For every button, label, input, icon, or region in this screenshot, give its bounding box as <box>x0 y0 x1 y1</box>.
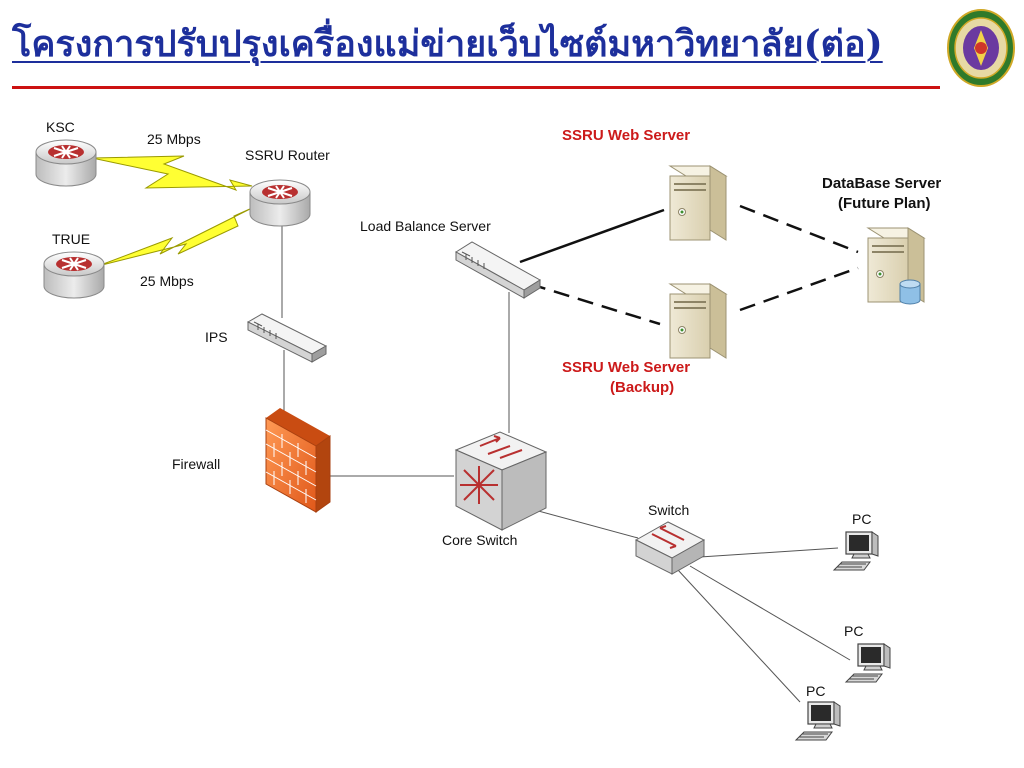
load-balancer-appliance-icon <box>455 241 541 299</box>
label-true: TRUE <box>52 231 90 247</box>
label-ksc: KSC <box>46 119 75 135</box>
pc-icon-1 <box>833 531 879 571</box>
ips-appliance-icon <box>246 313 328 363</box>
link-backup-db <box>739 266 859 312</box>
lightning-link-true <box>97 207 253 267</box>
label-backup-server-line1: SSRU Web Server <box>562 359 690 376</box>
link-switch-pc1 <box>699 547 839 558</box>
link-webserver-db <box>739 204 859 254</box>
web-server-icon <box>669 165 727 241</box>
label-pc-2: PC <box>844 623 863 639</box>
database-server-icon <box>867 227 925 305</box>
pc-icon-3 <box>795 701 841 741</box>
label-web-server: SSRU Web Server <box>562 127 690 144</box>
access-switch-icon <box>634 521 706 575</box>
label-switch: Switch <box>648 502 689 518</box>
label-ssru-router: SSRU Router <box>245 147 330 163</box>
true-router-icon <box>43 251 105 299</box>
slide-title: โครงการปรับปรุงเครื่องแม่ข่ายเว็บไซต์มหา… <box>12 23 883 65</box>
label-pc-3: PC <box>806 683 825 699</box>
label-database-line1: DataBase Server <box>822 175 941 192</box>
label-backup-server-line2: (Backup) <box>610 379 674 396</box>
ksc-router-icon <box>35 139 97 187</box>
label-true-speed: 25 Mbps <box>140 273 194 289</box>
pc-icon-2 <box>845 643 891 683</box>
title-underline-rule <box>12 86 940 89</box>
backup-web-server-icon <box>669 283 727 359</box>
link-lb-backup <box>529 282 661 326</box>
label-ksc-speed: 25 Mbps <box>147 131 201 147</box>
university-seal <box>947 9 1015 87</box>
label-ips: IPS <box>205 329 228 345</box>
firewall-icon <box>265 408 331 513</box>
link-switch-pc3 <box>677 569 801 703</box>
label-database-line2: (Future Plan) <box>838 195 931 212</box>
core-switch-icon <box>454 431 548 531</box>
ssru-router-icon <box>249 179 311 227</box>
label-load-balancer: Load Balance Server <box>360 218 491 234</box>
lightning-link-ksc <box>91 155 253 191</box>
label-firewall: Firewall <box>172 456 220 472</box>
link-lb-webserver <box>519 208 665 264</box>
link-switch-pc2 <box>689 565 851 661</box>
label-pc-1: PC <box>852 511 871 527</box>
label-core-switch: Core Switch <box>442 532 517 548</box>
